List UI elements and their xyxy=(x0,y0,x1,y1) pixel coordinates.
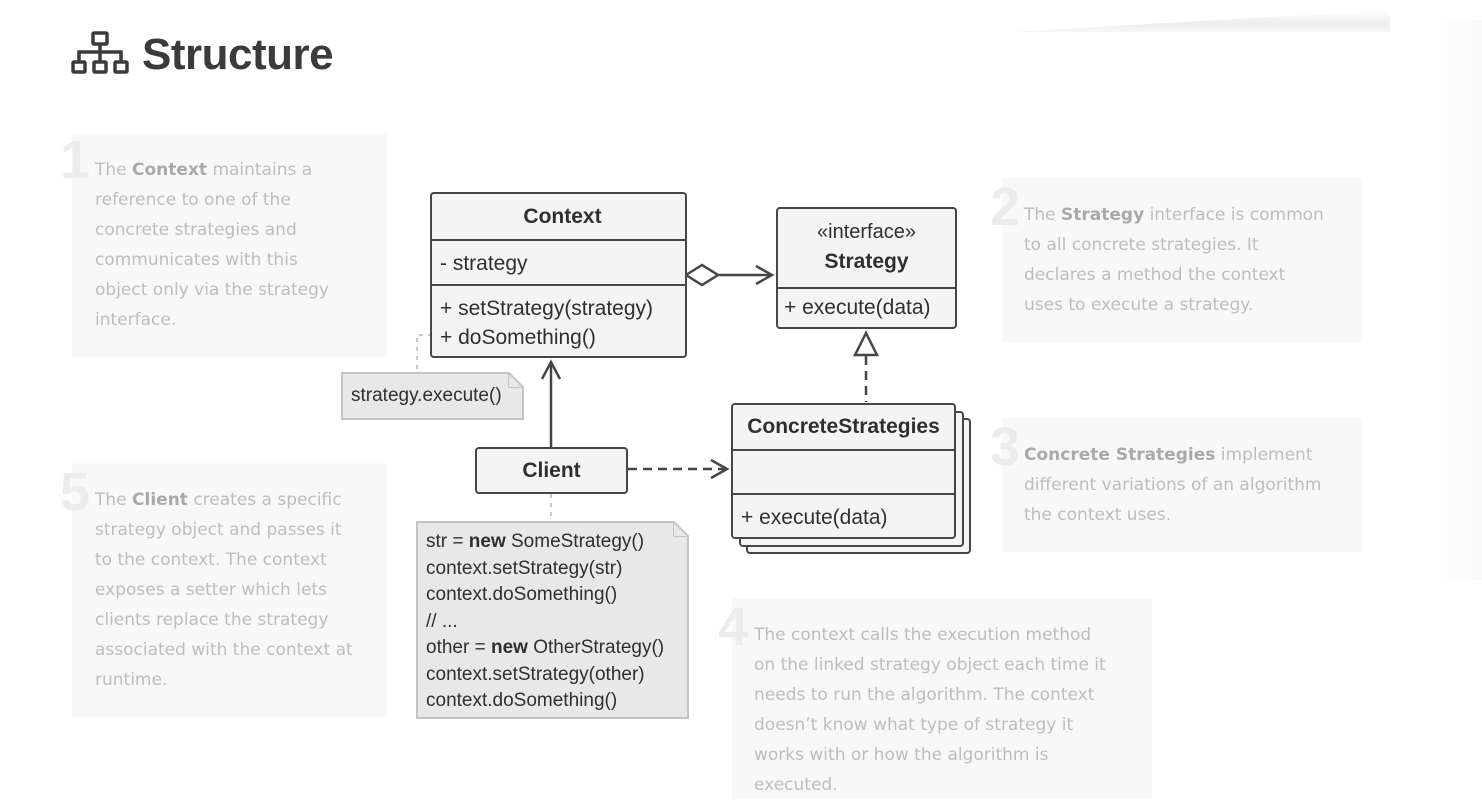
note-number: 2 xyxy=(990,177,1021,237)
strategy-header: «interface» Strategy xyxy=(778,209,955,287)
note-line: works with or how the algorithm is xyxy=(754,745,1049,765)
context-method-do-something: + doSomething() xyxy=(440,326,596,349)
note-line: uses to execute a strategy. xyxy=(1024,295,1254,315)
code-line: other = new OtherStrategy() xyxy=(426,637,665,658)
context-method-set-strategy: + setStrategy(strategy) xyxy=(440,297,654,320)
note-context: 1 The Context maintains a reference to on… xyxy=(60,133,387,357)
note-line: on the linked strategy object each time … xyxy=(754,655,1106,675)
concrete-strategies-class: ConcreteStrategies + execute(data) xyxy=(731,403,956,539)
note-line: exposes a setter which lets xyxy=(95,580,327,600)
strategy-method: + execute(data) xyxy=(778,287,955,327)
code-line: context.setStrategy(str) xyxy=(426,557,623,579)
aggregation-arrowhead xyxy=(755,264,775,286)
note-concrete-strategies: 3 Concrete Strategies implement different… xyxy=(990,418,1362,552)
note-fold-icon xyxy=(673,521,689,537)
association-arrowhead xyxy=(540,359,562,380)
note-execution: 4 The context calls the execution method… xyxy=(718,598,1152,800)
page-title: Structure xyxy=(70,30,334,80)
note-line: strategy object and passes it xyxy=(95,520,342,540)
note-number: 4 xyxy=(718,597,749,657)
note-line: reference to one of the xyxy=(95,190,291,210)
note-line: communicates with this xyxy=(95,250,298,270)
note-line: associated with the context at xyxy=(95,640,353,660)
client-name: Client xyxy=(522,459,581,482)
code-line: context.doSomething() xyxy=(426,690,618,711)
note-line: The Context maintains a xyxy=(95,160,313,180)
note-fold-icon xyxy=(508,372,524,388)
context-class: Context - strategy + setStrategy(strateg… xyxy=(430,192,687,358)
note-text: Concrete Strategies implement different v… xyxy=(1024,440,1321,530)
note-line: to the context. The context xyxy=(95,550,327,570)
concrete-strategies-fields xyxy=(733,449,954,493)
note-line: needs to run the algorithm. The context xyxy=(754,685,1095,705)
note-line: The context calls the execution method xyxy=(754,625,1092,645)
note-line: declares a method the context xyxy=(1024,265,1286,285)
code-line: // ... xyxy=(426,610,458,632)
note-line: interface. xyxy=(95,310,177,330)
note-client: 5 The Client creates a specific strategy … xyxy=(60,463,387,717)
strategy-interface: «interface» Strategy + execute(data) xyxy=(776,207,957,329)
context-code-note: strategy.execute() xyxy=(341,372,524,420)
aggregation-diamond xyxy=(683,263,721,287)
decorative-fade xyxy=(1420,20,1482,580)
note-line: doesn’t know what type of strategy it xyxy=(754,715,1074,735)
note-strategy: 2 The Strategy interface is common to all… xyxy=(990,178,1362,342)
note-line: concrete strategies and xyxy=(95,220,297,240)
note-line: executed. xyxy=(754,775,838,795)
client-code-text: str = new SomeStrategy() context.setStrat… xyxy=(426,529,664,715)
note-text: The Client creates a specific strategy ob… xyxy=(95,485,353,695)
note-line: runtime. xyxy=(95,670,168,690)
context-field: - strategy xyxy=(432,239,685,284)
code-line: str = new SomeStrategy() xyxy=(426,531,645,552)
realization-arrowhead xyxy=(852,330,880,357)
note-line: clients replace the strategy xyxy=(95,610,329,630)
client-code-note: str = new SomeStrategy() context.setStrat… xyxy=(416,521,689,719)
code-line: context.doSomething() xyxy=(426,584,618,605)
note-line: The Client creates a specific xyxy=(95,490,342,510)
note-line: The Strategy interface is common xyxy=(1024,205,1324,225)
page-title-text: Structure xyxy=(142,30,334,79)
context-code-note-text: strategy.execute() xyxy=(351,385,502,406)
note-line: the context uses. xyxy=(1024,505,1172,525)
note-text: The Strategy interface is common to all c… xyxy=(1024,200,1324,320)
context-class-name: Context xyxy=(523,205,602,228)
note-number: 5 xyxy=(60,462,91,522)
note-line: different variations of an algorithm xyxy=(1024,475,1322,495)
note-text: The context calls the execution method on… xyxy=(754,620,1106,800)
code-line: context.setStrategy(other) xyxy=(426,663,645,685)
note-line: object only via the strategy xyxy=(95,280,329,300)
strategy-name: Strategy xyxy=(824,250,909,273)
client-class: Client xyxy=(475,447,628,494)
note-number: 1 xyxy=(60,130,91,190)
concrete-strategies-name: ConcreteStrategies xyxy=(747,415,940,438)
note-line: Concrete Strategies implement xyxy=(1024,445,1313,465)
note-number: 3 xyxy=(990,417,1021,477)
concrete-strategies-method: + execute(data) xyxy=(733,493,954,537)
dependency-arrowhead xyxy=(710,458,730,480)
context-methods: + setStrategy(strategy) + doSomething() xyxy=(432,284,685,352)
sitemap-icon xyxy=(70,30,130,80)
note-line: to all concrete strategies. It xyxy=(1024,235,1259,255)
note-text: The Context maintains a reference to one … xyxy=(95,155,329,335)
strategy-stereotype: «interface» xyxy=(817,221,916,243)
